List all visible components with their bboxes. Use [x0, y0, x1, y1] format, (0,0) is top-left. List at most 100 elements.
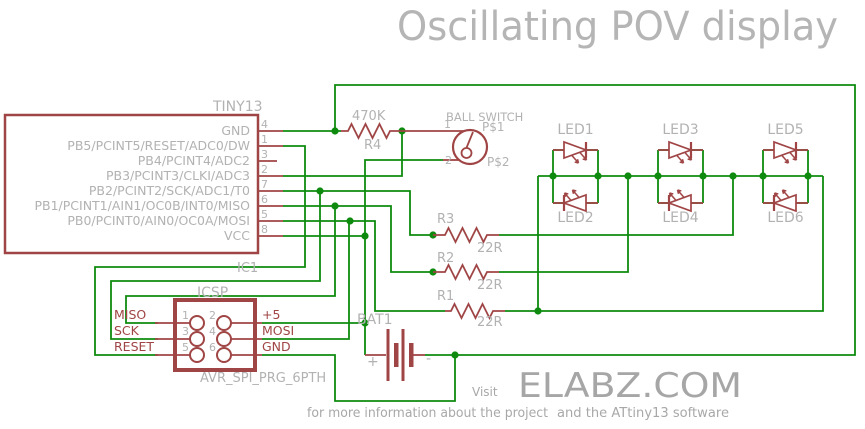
- wire-icsp-gnd-loop: [262, 354, 456, 402]
- switch-pin1-number: 1: [444, 118, 451, 131]
- icsp-pin-number: 3: [182, 325, 189, 338]
- icsp-pin-number: 4: [209, 325, 216, 338]
- battery-plate-short: [409, 343, 414, 367]
- ball-switch: BALL SWITCH P$1 P$2 1 2: [443, 110, 523, 169]
- icsp-title: ICSP: [197, 285, 228, 301]
- icsp-body: [173, 298, 257, 372]
- resistor-name: R2: [437, 251, 454, 266]
- wire-reset-net: [94, 145, 306, 356]
- wire-r1-to-leds: [505, 176, 824, 312]
- led-pair-3: LED5 LED6: [761, 122, 810, 226]
- icsp-signal-label: GND: [262, 339, 291, 354]
- resistor-r4: 470K R4: [341, 109, 464, 153]
- battery-plate-short: [394, 343, 399, 367]
- wire-pb3-net: [283, 131, 403, 177]
- resistor-symbol: [433, 262, 499, 282]
- led-label: LED5: [767, 122, 803, 138]
- resistor-name: R4: [364, 138, 381, 153]
- ic-pin-number: 8: [261, 223, 268, 236]
- battery-plus: +: [367, 354, 379, 370]
- resistor-r3: R3 22R: [433, 212, 503, 256]
- led-symbol: [551, 140, 600, 165]
- resistor-r1: R1 22R: [437, 289, 505, 330]
- resistor-value: 22R: [477, 278, 503, 293]
- wire-sck-tap: [110, 191, 321, 340]
- ic-pin-names: GND PB5/PCINT5/RESET/ADC0/DW PB4/PCINT4/…: [34, 123, 250, 243]
- led-label: LED2: [557, 210, 593, 226]
- switch-pin2-number: 2: [445, 154, 452, 167]
- led-label: LED6: [767, 210, 803, 226]
- ic-pin-name: GND: [221, 123, 250, 138]
- footer-visit: Visit: [472, 385, 498, 399]
- resistor-symbol: [341, 121, 402, 141]
- icsp-signal-label: SCK: [114, 323, 140, 338]
- icsp-left-labels: MISO SCK RESET: [114, 307, 154, 354]
- switch-label: BALL SWITCH: [446, 110, 523, 124]
- resistor-value: 22R: [477, 241, 503, 256]
- wire-r3-to-leds: [499, 176, 734, 236]
- led-label: LED3: [662, 122, 698, 138]
- battery-bat1: BAT1 + -: [357, 312, 431, 381]
- icsp-signal-label: MOSI: [262, 323, 294, 338]
- led-symbol: [761, 140, 810, 165]
- resistor-r2: R2 22R: [433, 251, 503, 293]
- wire-pb2-to-r3: [283, 190, 433, 236]
- switch-pin2-label: P$2: [487, 155, 510, 169]
- wire-switch-to-vcc: [364, 159, 443, 355]
- led-label: LED4: [662, 210, 698, 226]
- led-pair-1: LED1 LED2: [551, 122, 600, 226]
- icsp-pin-number: 6: [209, 341, 216, 354]
- switch-ball: [460, 147, 473, 159]
- ic-pin-stubs: [258, 130, 283, 237]
- icsp-pin-circles: [189, 315, 232, 363]
- resistor-symbol: [433, 225, 499, 245]
- ic-pin-number: 6: [261, 193, 268, 206]
- ic-part-label: TINY13: [212, 99, 263, 115]
- junction-dots: [316, 127, 812, 359]
- ic-designator: IC1: [237, 261, 258, 276]
- icsp-pin-numbers: 1 2 3 4 5 6: [182, 309, 216, 354]
- wire-mosi-tap: [262, 221, 350, 340]
- switch-body: [451, 128, 489, 166]
- battery-plate-long: [401, 329, 405, 381]
- switch-pin1-label: P$1: [482, 120, 505, 134]
- ic-pin-name: PB5/PCINT5/RESET/ADC0/DW: [67, 138, 250, 153]
- icsp-signal-label: +5: [262, 307, 280, 322]
- ic-pin-name: PB2/PCINT2/SCK/ADC1/T0: [89, 183, 250, 198]
- ic-pin-name: PB4/PCINT4/ADC2: [138, 153, 250, 168]
- resistor-name: R1: [437, 289, 454, 304]
- battery-plate-long: [386, 329, 390, 381]
- icsp-connector: ICSP AVR_SPI_PRG_6PTH MISO SCK RESET +5 …: [114, 285, 326, 386]
- ic-pin-number: 7: [261, 178, 268, 191]
- page-title: Oscillating POV display: [397, 4, 838, 50]
- led-symbol: [551, 188, 600, 213]
- battery-name: BAT1: [357, 312, 393, 328]
- ic-pin-name: PB3/PCINT3/CLKI/ADC3: [106, 168, 250, 183]
- led-symbol: [656, 140, 705, 165]
- icsp-right-labels: +5 MOSI GND: [262, 307, 294, 354]
- led-symbol: [761, 188, 810, 213]
- icsp-pin-number: 5: [182, 341, 189, 354]
- ic-pin-name: PB0/PCINT0/AIN0/OC0A/MOSI: [67, 213, 250, 228]
- footer-note-1: for more information about the project: [307, 405, 548, 421]
- resistor-value: 470K: [352, 109, 386, 124]
- footer-note-2: and the ATtiny13 software: [557, 405, 729, 421]
- ic-pin-numbers: 4 1 3 2 7 6 5 8: [261, 118, 268, 236]
- icsp-pin-stubs: [155, 322, 262, 356]
- wire-r2-to-leds: [499, 176, 629, 273]
- icsp-pin-number: 2: [209, 309, 216, 322]
- resistor-name: R3: [437, 212, 454, 227]
- wire-pb0-to-r1: [283, 220, 445, 312]
- battery-minus: -: [426, 351, 431, 367]
- icsp-pin-number: 1: [182, 309, 189, 322]
- wire-miso-tap: [125, 206, 336, 324]
- ic-tiny13: TINY13 IC1 GND PB5/PCINT5/RESET/ADC0/DW …: [3, 99, 283, 276]
- ic-pin-number: 1: [261, 133, 268, 146]
- icsp-signal-label: MISO: [114, 307, 146, 322]
- icsp-signal-label: RESET: [114, 339, 154, 354]
- ic-pin-number: 4: [261, 118, 268, 131]
- switch-pendulum: [465, 131, 474, 150]
- led-label: LED1: [557, 122, 593, 138]
